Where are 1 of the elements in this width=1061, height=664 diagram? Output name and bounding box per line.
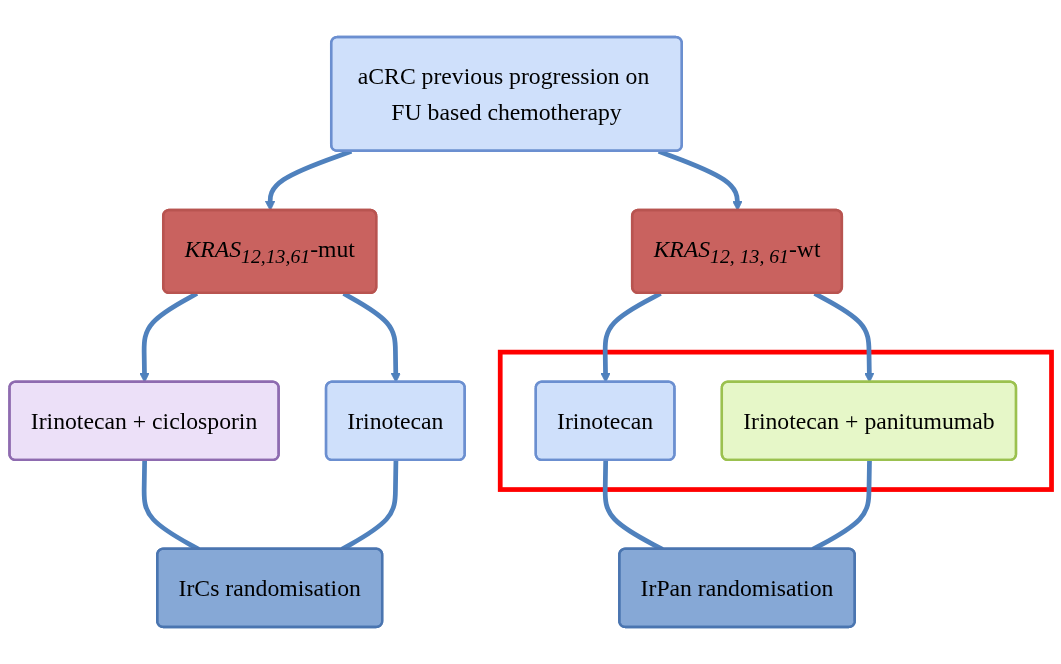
cluster <box>497 349 1054 492</box>
